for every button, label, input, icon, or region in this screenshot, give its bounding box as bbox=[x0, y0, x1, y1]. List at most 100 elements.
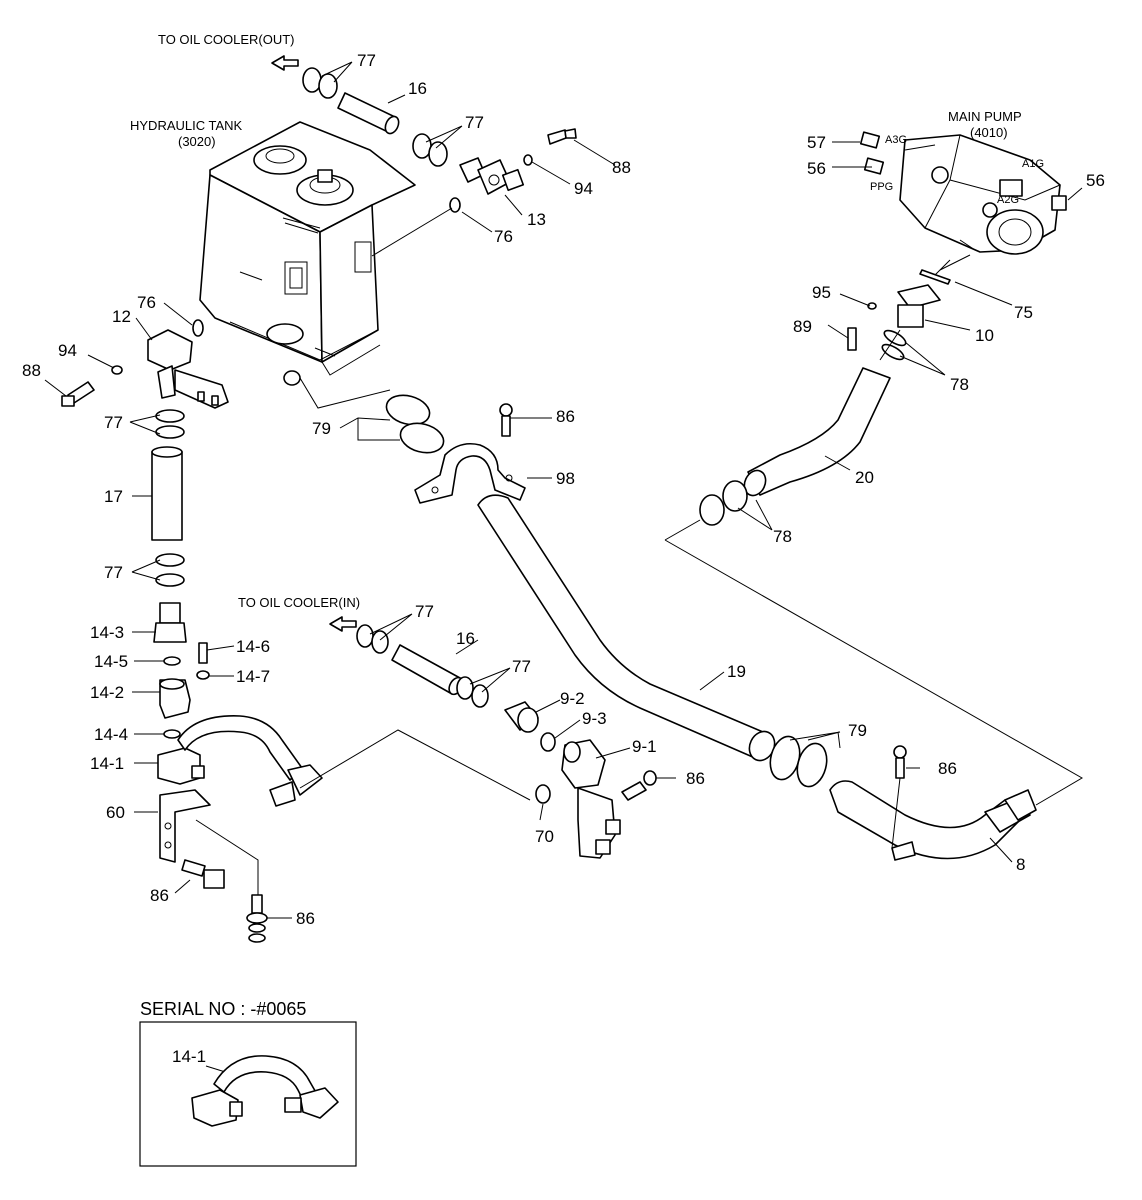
bolt-86-bottom bbox=[246, 894, 268, 943]
callout-p17: 17 bbox=[104, 487, 123, 506]
adapter-14-3 bbox=[153, 602, 187, 643]
callout-p78-a: 78 bbox=[950, 375, 969, 394]
serial-inset-box: 14-1 bbox=[139, 1021, 357, 1167]
plug-56-right bbox=[1051, 195, 1067, 211]
port-ppg-label: PPG bbox=[870, 181, 893, 193]
callout-p10: 10 bbox=[975, 326, 994, 345]
callout-labels: 77 16 77 88 94 13 76 57 56 56 95 75 89 1… bbox=[22, 51, 1105, 928]
bracket-hose8 bbox=[891, 841, 916, 861]
bolt-88-top bbox=[547, 128, 577, 145]
callout-p79-b: 79 bbox=[848, 721, 867, 740]
callout-p8: 8 bbox=[1016, 855, 1025, 874]
clamp-77-pair-top bbox=[302, 67, 338, 99]
callout-p86-b: 86 bbox=[686, 769, 705, 788]
clamp-77-pair-mid bbox=[412, 133, 448, 167]
flange-14-2 bbox=[159, 678, 191, 719]
port-a3g-label: A3G bbox=[885, 134, 907, 146]
callout-p86-c: 86 bbox=[938, 759, 957, 778]
callout-p12: 12 bbox=[112, 307, 131, 326]
washer-95 bbox=[867, 302, 877, 310]
callout-p9-1: 9-1 bbox=[632, 737, 657, 756]
clamp-78-pair bbox=[699, 480, 748, 526]
arrow-icon bbox=[271, 55, 299, 71]
bolt-86-hose8 bbox=[893, 745, 907, 779]
clamp-77-pair-in-lower bbox=[456, 676, 489, 708]
oring-9-3 bbox=[540, 732, 556, 752]
callout-p86-d: 86 bbox=[150, 886, 169, 905]
oring-70 bbox=[535, 784, 551, 804]
callout-p9-3: 9-3 bbox=[582, 709, 607, 728]
callout-p77-b: 77 bbox=[465, 113, 484, 132]
pipe-14-1 bbox=[157, 715, 323, 807]
oring-76-top bbox=[449, 197, 461, 213]
oring-14-4 bbox=[163, 729, 181, 739]
clamp-79-lower bbox=[769, 735, 828, 788]
connector-9-2 bbox=[504, 701, 539, 733]
callout-p77-a: 77 bbox=[357, 51, 376, 70]
callout-p57: 57 bbox=[807, 133, 826, 152]
caption-oil-cooler-out: TO OIL COOLER(OUT) bbox=[158, 32, 295, 47]
callout-p76-b: 76 bbox=[137, 293, 156, 312]
flange-13 bbox=[459, 157, 525, 195]
callout-p89: 89 bbox=[793, 317, 812, 336]
washer-94-left bbox=[111, 365, 123, 375]
flange-10 bbox=[897, 284, 941, 328]
hose-17 bbox=[151, 446, 183, 541]
callout-p56-b: 56 bbox=[1086, 171, 1105, 190]
bolt-86-bracket bbox=[181, 859, 225, 889]
callout-p77-c: 77 bbox=[104, 413, 123, 432]
tee-9-1 bbox=[561, 739, 621, 859]
callout-p13: 13 bbox=[527, 210, 546, 229]
callout-p20: 20 bbox=[855, 468, 874, 487]
hose-16-in bbox=[391, 644, 464, 696]
bolt-14-6 bbox=[198, 642, 208, 664]
callout-p77-e: 77 bbox=[415, 602, 434, 621]
callout-p94-a: 94 bbox=[574, 179, 593, 198]
serial-number-caption: SERIAL NO : -#0065 bbox=[140, 999, 306, 1019]
clamp-77-pair-in-upper bbox=[356, 624, 389, 654]
callout-p86-a: 86 bbox=[556, 407, 575, 426]
hydraulic-tank bbox=[199, 121, 416, 386]
callout-p14-1: 14-1 bbox=[90, 754, 124, 773]
bolt-89 bbox=[847, 327, 857, 351]
callout-p14-6: 14-6 bbox=[236, 637, 270, 656]
callout-p16-a: 16 bbox=[408, 79, 427, 98]
callout-p88-a: 88 bbox=[612, 158, 631, 177]
callout-p14-3: 14-3 bbox=[90, 623, 124, 642]
washer-14-7 bbox=[196, 670, 210, 680]
caption-main-pump: MAIN PUMP bbox=[948, 109, 1022, 124]
callout-p14-7: 14-7 bbox=[236, 667, 270, 686]
callout-p14-4: 14-4 bbox=[94, 725, 128, 744]
bracket-60 bbox=[159, 789, 211, 863]
clamp-79-upper bbox=[385, 394, 445, 454]
callout-p77-d: 77 bbox=[104, 563, 123, 582]
callout-p19: 19 bbox=[727, 662, 746, 681]
callout-p16-b: 16 bbox=[456, 629, 475, 648]
clamp-77-pair-left-lower bbox=[155, 553, 185, 587]
main-pump bbox=[899, 134, 1061, 255]
bolt-86-tee bbox=[621, 770, 657, 801]
hose-8 bbox=[829, 780, 1037, 860]
caption-hydraulic-tank-code: (3020) bbox=[178, 134, 216, 149]
washer-94-top bbox=[523, 154, 533, 166]
arrow-icon bbox=[329, 616, 357, 632]
callout-p98: 98 bbox=[556, 469, 575, 488]
callout-p14-1-inset: 14-1 bbox=[172, 1047, 206, 1066]
callout-p56-a: 56 bbox=[807, 159, 826, 178]
plug-56-left bbox=[863, 157, 885, 175]
callout-p76-a: 76 bbox=[494, 227, 513, 246]
callout-p79-a: 79 bbox=[312, 419, 331, 438]
callout-p14-5: 14-5 bbox=[94, 652, 128, 671]
hose-16-top bbox=[337, 92, 400, 135]
callout-p77-f: 77 bbox=[512, 657, 531, 676]
port-a2g-label: A2G bbox=[997, 194, 1019, 206]
caption-oil-cooler-in: TO OIL COOLER(IN) bbox=[238, 595, 360, 610]
hose-19 bbox=[477, 494, 776, 762]
caption-main-pump-code: (4010) bbox=[970, 125, 1008, 140]
oring-14-5 bbox=[163, 656, 181, 666]
oring-75 bbox=[919, 269, 951, 285]
clip-98 bbox=[414, 442, 526, 504]
port-a1g-label: A1G bbox=[1022, 158, 1044, 170]
callout-p86-e: 86 bbox=[296, 909, 315, 928]
